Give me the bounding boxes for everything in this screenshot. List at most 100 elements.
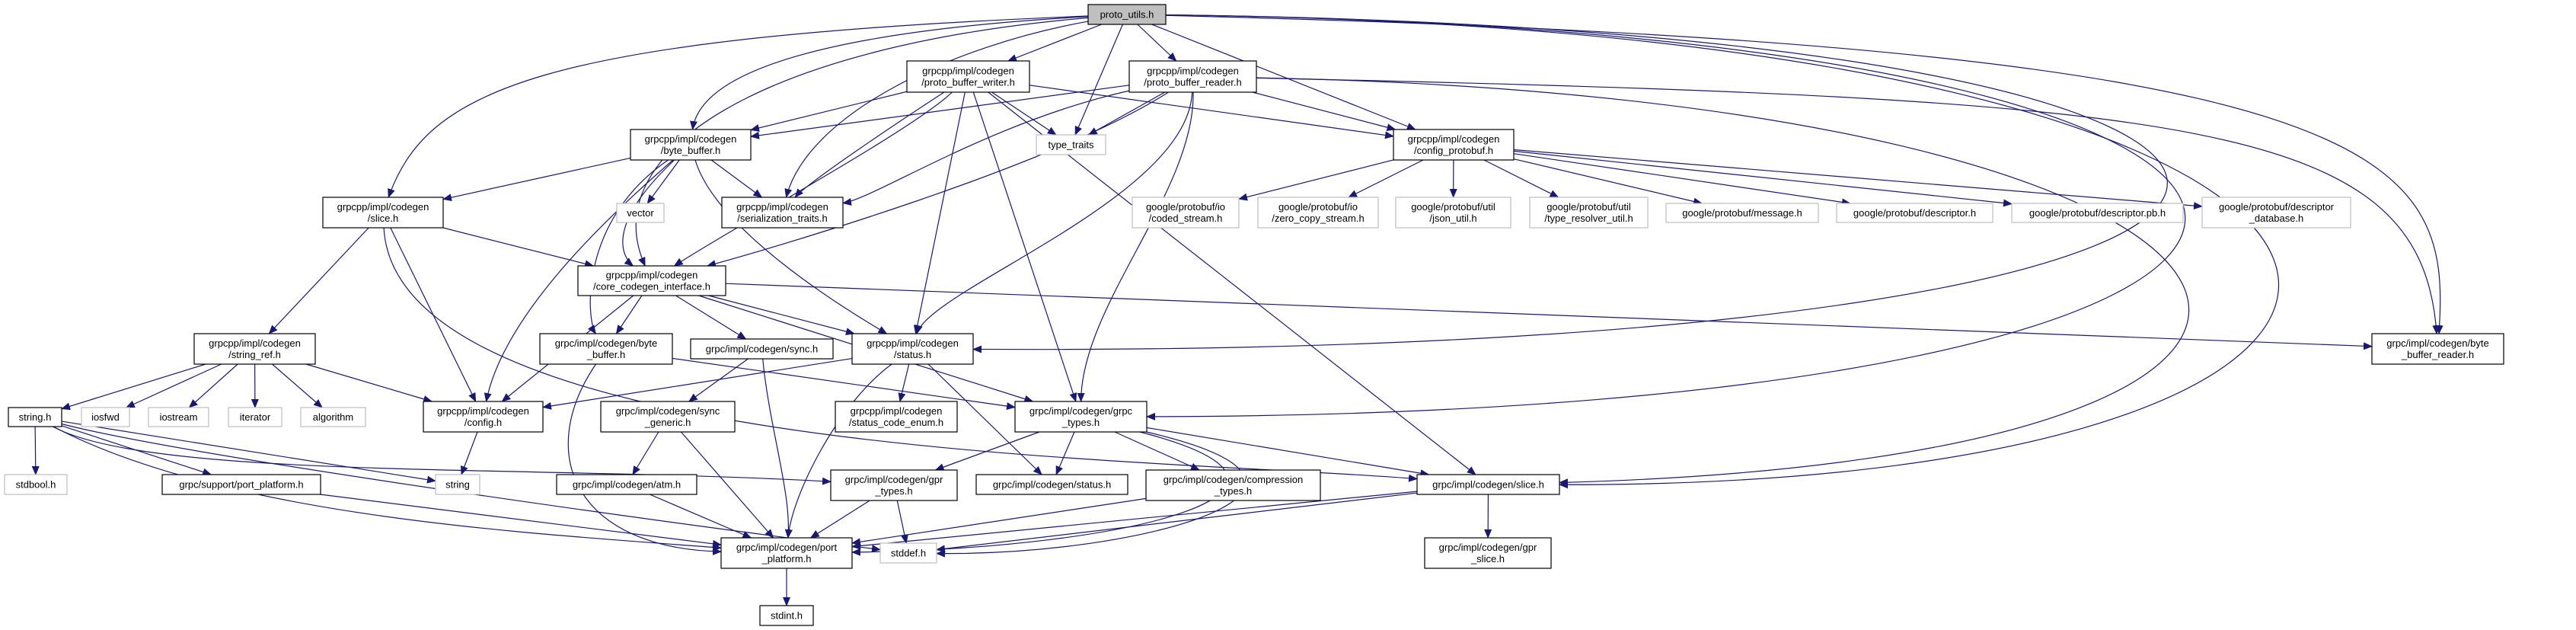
node-box: [300, 407, 366, 427]
edge-pbr-to-grpctypes: [1077, 91, 1194, 402]
edge-root-to-cfgpb: [1151, 24, 1416, 130]
node-iterator: iterator: [228, 407, 282, 427]
edge-config-to-string: [461, 431, 478, 475]
node-sref[interactable]: grpcpp/impl/codegen/string_ref.h: [193, 333, 316, 365]
node-root[interactable]: proto_utils.h: [1087, 4, 1167, 25]
node-box: [577, 265, 726, 296]
node-label: google/protobuf/descriptor: [2219, 201, 2335, 213]
node-comp[interactable]: grpc/impl/codegen/compression_types.h: [1145, 469, 1321, 501]
node-syncgen[interactable]: grpc/impl/codegen/sync_generic.h: [600, 401, 736, 433]
node-label: _database.h: [2249, 213, 2304, 224]
edge-strh-to-stdbool: [31, 426, 40, 475]
edge-gprtypes-to-stddef: [896, 500, 908, 544]
node-box: [720, 537, 853, 569]
node-box: [2201, 197, 2351, 229]
edge-statuspp-to-pp: [784, 363, 892, 539]
node-bbr[interactable]: grpc/impl/codegen/byte_buffer_reader.h: [2371, 333, 2504, 365]
node-tt: type_traits: [1036, 134, 1106, 155]
edge-slicec-to-pp: [851, 491, 1418, 550]
node-label: grpc/impl/codegen/grpc: [1029, 405, 1133, 417]
edge-grpctypes-to-statusc: [1055, 431, 1075, 475]
nodes-layer: proto_utils.h grpcpp/impl/codegen/proto_b…: [4, 4, 2504, 626]
node-box: [539, 333, 673, 365]
node-label: vector: [627, 207, 654, 219]
node-box: [830, 469, 958, 501]
node-pbr[interactable]: grpcpp/impl/codegen/proto_buffer_reader.…: [1128, 60, 1257, 93]
node-label: _types.h: [1061, 417, 1100, 428]
edge-pbr-to-cfgpb: [1252, 91, 1397, 132]
node-strh[interactable]: string.h: [8, 407, 62, 427]
node-label: google/protobuf/util: [1411, 201, 1495, 213]
node-box: [2371, 333, 2504, 365]
node-label: iosfwd: [91, 411, 120, 423]
node-box: [879, 542, 937, 564]
edge-strh-to-gprtypes: [53, 426, 832, 485]
edge-supp-to-pp: [320, 494, 722, 548]
edge-cci-to-bbc: [615, 295, 643, 334]
node-gprslice[interactable]: grpc/impl/codegen/gpr_slice.h: [1424, 537, 1552, 569]
node-ser[interactable]: grpcpp/impl/codegen/serialization_traits…: [721, 197, 844, 229]
node-slicepp[interactable]: grpcpp/impl/codegen/slice.h: [322, 197, 444, 229]
node-json: google/protobuf/util/json_util.h: [1395, 197, 1511, 229]
edge-cci-to-bbr: [725, 283, 2373, 350]
edge-root-to-tt: [1074, 24, 1123, 136]
edge-cfgpb-to-typeres: [1483, 159, 1559, 198]
node-config[interactable]: grpcpp/impl/codegen/config.h: [423, 401, 544, 433]
node-label: google/protobuf/io: [1146, 201, 1225, 213]
node-label: stddef.h: [891, 548, 926, 559]
node-box: [435, 474, 480, 495]
node-statuspp[interactable]: grpcpp/impl/codegen/status.h: [851, 333, 974, 365]
node-box: [1424, 537, 1552, 569]
node-box: [759, 605, 814, 626]
node-label: stdint.h: [771, 610, 803, 622]
node-box: [423, 401, 544, 433]
node-iostream: iostream: [148, 407, 209, 427]
node-supp[interactable]: grpc/support/port_platform.h: [161, 474, 321, 495]
edge-pbr-to-statuspp: [915, 91, 1193, 334]
node-slicec[interactable]: grpc/impl/codegen/slice.h: [1416, 474, 1560, 495]
edge-root-to-bbr: [1165, 14, 2444, 334]
node-box: [8, 407, 62, 427]
edge-cfgpb-to-msg: [1513, 158, 1703, 206]
node-bb[interactable]: grpcpp/impl/codegen/byte_buffer.h: [630, 129, 752, 161]
node-msg: google/protobuf/message.h: [1665, 203, 1819, 223]
node-cfgpb[interactable]: grpcpp/impl/codegen/config_protobuf.h: [1393, 129, 1515, 161]
edge-bb-to-slicepp: [442, 157, 631, 202]
edge-statuspp-to-config: [542, 357, 853, 410]
node-label: iostream: [160, 411, 198, 423]
node-stdint[interactable]: stdint.h: [759, 605, 814, 626]
node-pbw[interactable]: grpcpp/impl/codegen/proto_buffer_writer.…: [906, 60, 1030, 93]
node-label: /string_ref.h: [228, 349, 281, 360]
edge-cfgpb-to-zero: [1348, 159, 1424, 198]
node-grpctypes[interactable]: grpc/impl/codegen/grpc_types.h: [1014, 401, 1148, 433]
edge-sync-to-syncgen: [688, 358, 749, 402]
node-label: /zero_copy_stream.h: [1272, 213, 1364, 224]
edge-slicepp-to-sref: [268, 227, 369, 334]
node-label: grpc/impl/codegen/gpr: [1439, 542, 1537, 553]
node-box: [1128, 60, 1257, 93]
edge-bbc-to-pp: [567, 363, 722, 555]
node-label: /proto_buffer_writer.h: [921, 77, 1015, 88]
node-label: grpcpp/impl/codegen: [1408, 133, 1500, 145]
node-pp[interactable]: grpc/impl/codegen/port_platform.h: [720, 537, 853, 569]
node-stdbool: stdbool.h: [4, 474, 68, 495]
node-box: [1395, 197, 1511, 229]
node-label: _buffer.h: [586, 349, 625, 360]
node-label: grpcpp/impl/codegen: [337, 201, 429, 213]
node-sce[interactable]: grpcpp/impl/codegen/status_code_enum.h: [835, 401, 958, 433]
node-box: [630, 129, 752, 161]
node-sync[interactable]: grpc/impl/codegen/sync.h: [690, 338, 834, 360]
node-gprtypes[interactable]: grpc/impl/codegen/gpr_types.h: [830, 469, 958, 501]
node-label: /json_util.h: [1429, 213, 1476, 224]
node-bbc[interactable]: grpc/impl/codegen/byte_buffer.h: [539, 333, 673, 365]
node-statusc[interactable]: grpc/impl/codegen/status.h: [975, 474, 1128, 495]
node-label: /coded_stream.h: [1149, 213, 1223, 224]
node-label: _types.h: [874, 485, 912, 497]
edge-syncgen-to-atm: [632, 431, 659, 475]
edge-bbc-to-grpctypes: [672, 357, 1016, 411]
edge-statuspp-to-statusc: [927, 363, 1042, 475]
node-atm[interactable]: grpc/impl/codegen/atm.h: [556, 474, 697, 495]
node-label: grpcpp/impl/codegen: [867, 337, 959, 349]
node-cci[interactable]: grpcpp/impl/codegen/core_codegen_interfa…: [577, 265, 726, 296]
node-box: [322, 197, 444, 229]
